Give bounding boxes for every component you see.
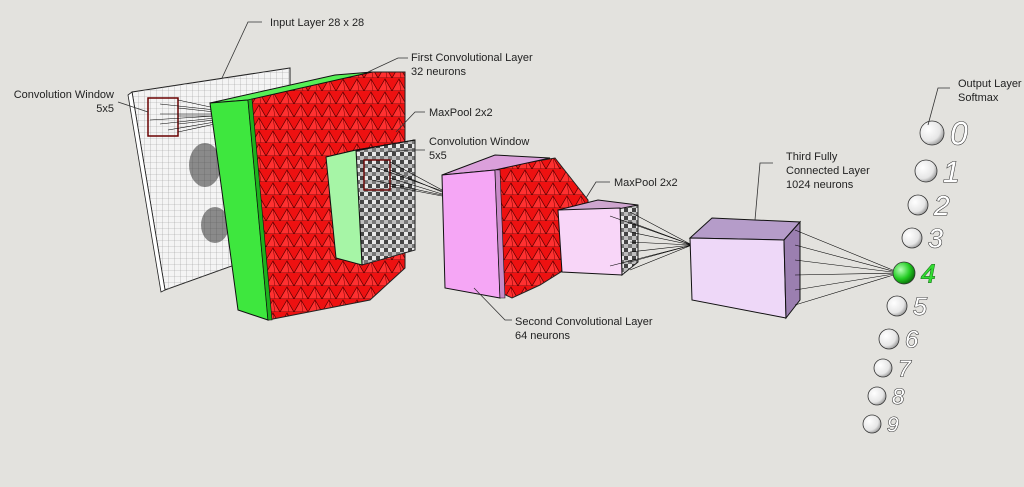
first-conv-title: First Convolutional Layer bbox=[411, 52, 533, 64]
annotations: Input Layer 28 x 28 Convolution Window 5… bbox=[14, 17, 1022, 342]
fc-line-3: 1024 neurons bbox=[786, 179, 854, 191]
output-digit-label: 3 bbox=[928, 224, 943, 254]
output-neurons: 0 123 4 5 67 8 9 bbox=[862, 115, 969, 437]
fc-line-2: Connected Layer bbox=[786, 165, 870, 177]
output-digit-label: 6 bbox=[905, 327, 919, 354]
first-conv-box bbox=[209, 71, 373, 321]
output-digit-label: 5 bbox=[913, 293, 927, 321]
output-neuron bbox=[914, 159, 938, 183]
output-digit-label: 7 bbox=[898, 355, 912, 381]
output-neuron-active bbox=[892, 261, 916, 285]
output-neuron bbox=[886, 295, 908, 317]
connections-fc-to-output bbox=[794, 229, 901, 306]
conv-window-2-title: Convolution Window bbox=[429, 136, 529, 148]
output-digit-label: 0 bbox=[950, 116, 968, 152]
second-conv-neurons: 64 neurons bbox=[515, 330, 571, 342]
output-neuron bbox=[862, 414, 882, 434]
output-neuron bbox=[878, 328, 900, 350]
second-conv-box bbox=[441, 154, 551, 299]
output-layer-sub: Softmax bbox=[958, 92, 999, 104]
connections-input-to-conv1 bbox=[149, 99, 216, 133]
fully-connected-box bbox=[688, 217, 802, 320]
output-neuron bbox=[867, 386, 887, 406]
connections-pool1-to-conv2 bbox=[371, 161, 443, 197]
conv-window-2-size: 5x5 bbox=[429, 150, 447, 162]
leader-lines bbox=[117, 21, 950, 321]
output-neuron bbox=[901, 227, 923, 249]
conv-window-1-size: 5x5 bbox=[96, 103, 114, 115]
output-digit-label: 9 bbox=[887, 414, 899, 437]
second-conv-title: Second Convolutional Layer bbox=[515, 316, 653, 328]
output-digit-label: 4 bbox=[921, 258, 935, 288]
maxpool-2-label: MaxPool 2x2 bbox=[614, 177, 678, 189]
maxpool-1-label: MaxPool 2x2 bbox=[429, 107, 493, 119]
output-layer-title: Output Layer bbox=[958, 78, 1022, 90]
first-conv-neurons: 32 neurons bbox=[411, 66, 467, 78]
maxpool-2-box bbox=[557, 199, 639, 277]
fc-line-1: Third Fully bbox=[786, 151, 838, 163]
output-neuron bbox=[919, 120, 945, 146]
output-digit-label: 2 bbox=[933, 190, 950, 221]
output-neuron bbox=[873, 358, 893, 378]
conv-window-1-title: Convolution Window bbox=[14, 89, 114, 101]
output-digit-label: 1 bbox=[943, 156, 960, 189]
output-neuron bbox=[907, 194, 929, 216]
connections-pool2-to-fc bbox=[609, 211, 693, 271]
maxpool-1-box bbox=[325, 139, 416, 266]
input-layer-label: Input Layer 28 x 28 bbox=[270, 17, 364, 29]
output-digit-label: 8 bbox=[892, 384, 905, 409]
